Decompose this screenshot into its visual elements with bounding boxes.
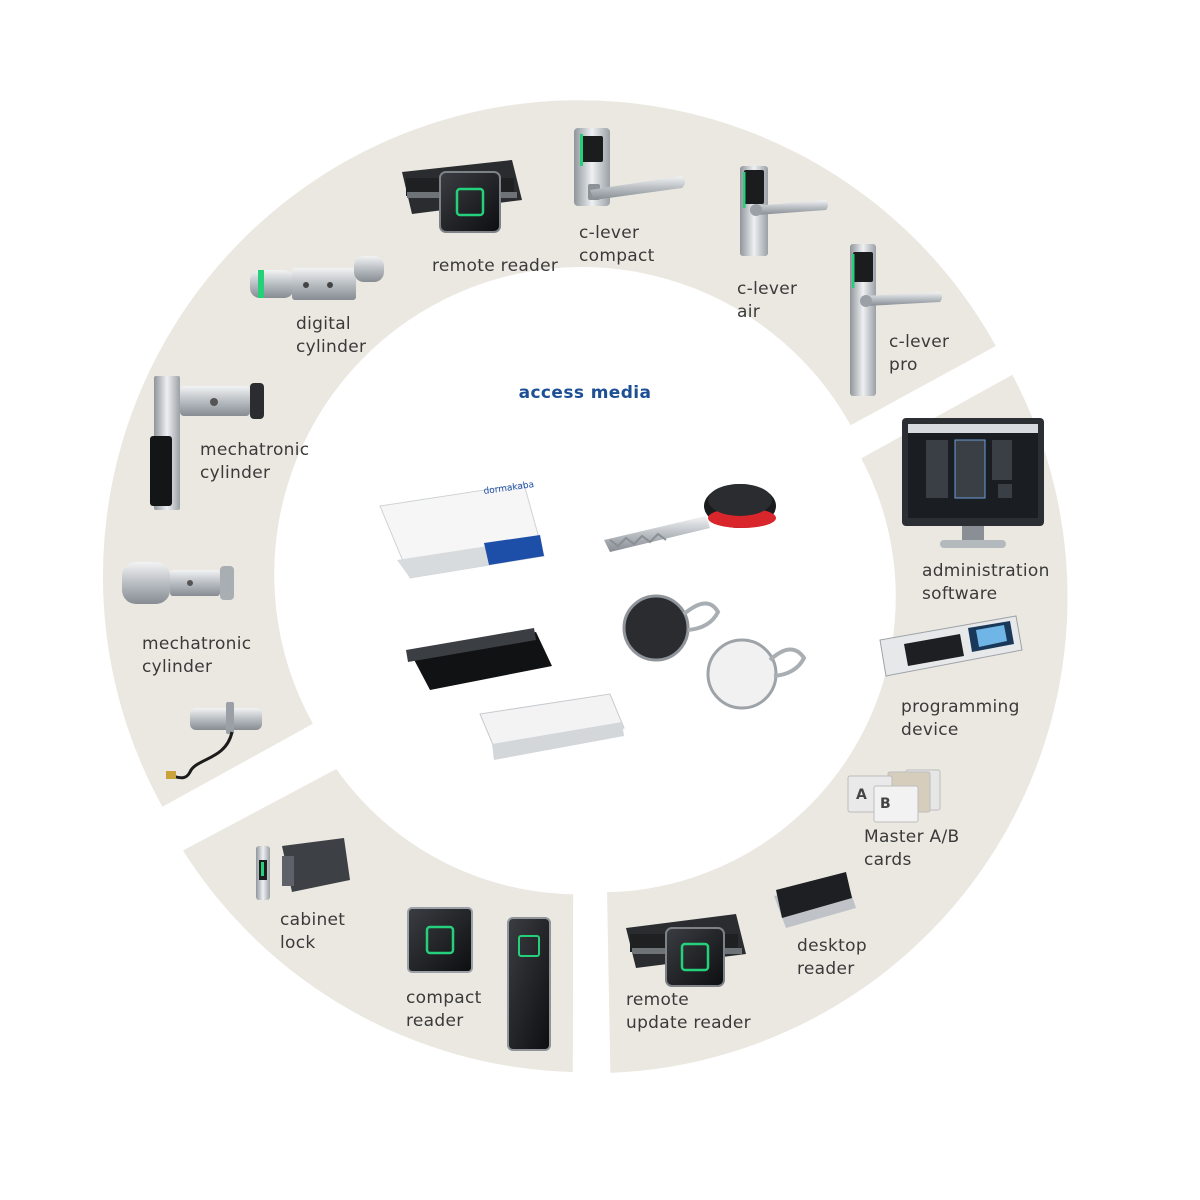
- key-tag-black-image: [622, 594, 721, 662]
- compact-reader-square-device: [407, 907, 473, 973]
- desktop-reader-image: [774, 872, 856, 928]
- administration-software-label: administration software: [922, 561, 1050, 604]
- access-card-image: [379, 483, 545, 579]
- ring-segment-bottom-left: [183, 769, 574, 1073]
- cabinet-lock-label: cabinet lock: [280, 910, 346, 953]
- c-lever-compact-label: c-lever compact: [579, 223, 655, 266]
- key-tag-white-image: [706, 638, 807, 710]
- administration-software-monitor: [902, 418, 1044, 548]
- digital-cylinder-label: digital cylinder: [296, 314, 367, 357]
- c-lever-pro-label: c-lever pro: [889, 332, 950, 375]
- master-cards-label: Master A/B cards: [864, 827, 960, 870]
- key-fob-image: [604, 484, 776, 552]
- access-media-title: access media: [518, 383, 652, 403]
- c-lever-air-label: c-lever air: [737, 279, 798, 322]
- cabinet-lock-device: [256, 838, 350, 900]
- mechatronic-cylinder-1-device: [150, 376, 264, 510]
- remote-update-reader-device: [626, 914, 746, 987]
- c-lever-air-device: [740, 166, 828, 256]
- compact-reader-tall-device: [507, 917, 551, 1051]
- mechatronic-cylinder-2-label: mechatronic cylinder: [142, 634, 252, 677]
- mechatronic-cylinder-1-label: mechatronic cylinder: [200, 440, 310, 483]
- digital-cylinder-device: [250, 256, 384, 300]
- compact-reader-label: compact reader: [406, 988, 482, 1031]
- black-tag-image: [406, 628, 552, 690]
- remote-update-reader-label: remote update reader: [626, 990, 751, 1033]
- c-lever-pro-device: [850, 244, 942, 396]
- remote-reader-device: [402, 160, 522, 233]
- programming-device-image: [879, 615, 1023, 677]
- master-card-a-letter: A: [856, 787, 867, 803]
- master-cards-image: [847, 769, 941, 823]
- desktop-reader-label: desktop reader: [797, 936, 867, 979]
- c-lever-compact-device: [574, 128, 685, 206]
- mechatronic-cylinder-2-device: [122, 562, 234, 604]
- cable-cylinder-device: [166, 702, 262, 780]
- master-card-b-letter: B: [880, 796, 891, 812]
- remote-reader-label: remote reader: [432, 256, 559, 276]
- white-tag-image: [479, 693, 625, 760]
- programming-device-label: programming device: [901, 697, 1020, 740]
- ring-segment-right: [607, 374, 1068, 1073]
